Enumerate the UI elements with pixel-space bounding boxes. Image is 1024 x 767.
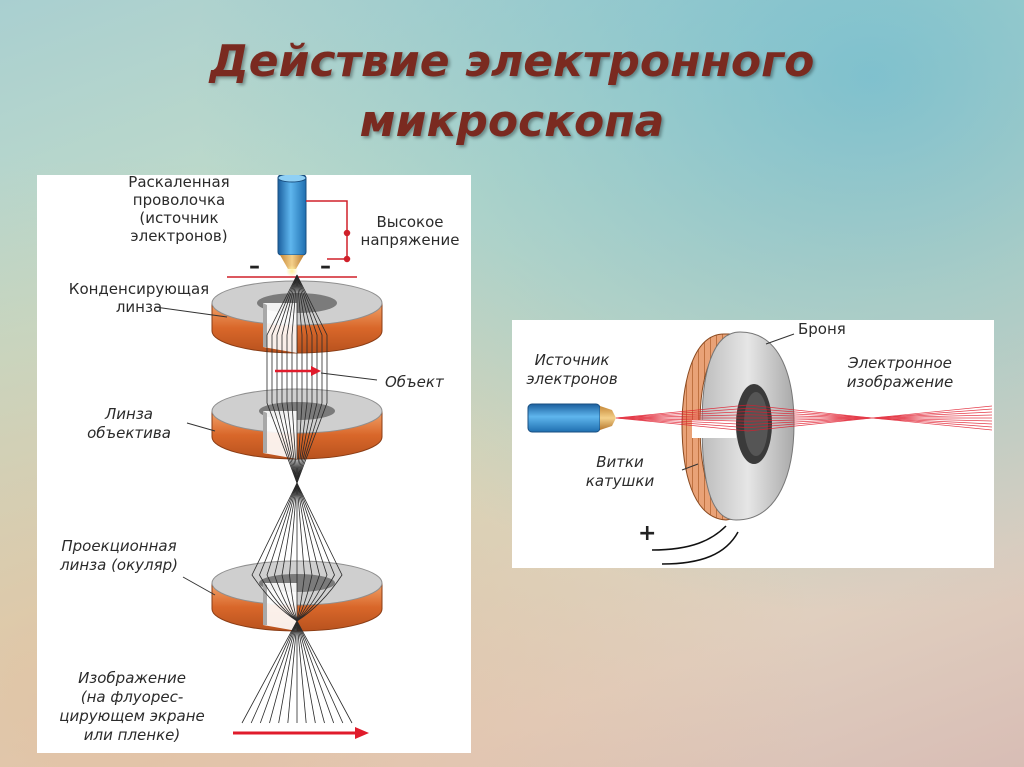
svg-text:изображение: изображение — [847, 373, 953, 391]
svg-text:Изображение: Изображение — [78, 669, 186, 687]
object-label: Объект — [385, 373, 445, 391]
electron-source — [278, 175, 306, 277]
coil-wires — [652, 526, 738, 564]
armor-label: Броня — [798, 320, 846, 338]
beam-ray — [616, 405, 992, 430]
coil-label: Витки катушки — [586, 453, 655, 490]
svg-text:Раскаленная: Раскаленная — [128, 175, 229, 191]
svg-text:Витки: Витки — [596, 453, 644, 471]
title-line-1: Действие электронного — [0, 32, 1024, 92]
microscope-diagram-panel: – – + + — [37, 175, 471, 753]
svg-text:Проекционная: Проекционная — [61, 537, 176, 555]
svg-text:Конденсирующая: Конденсирующая — [69, 280, 209, 298]
minus-left-sign: – — [249, 254, 260, 279]
magnetic-lens-diagram: Броня Источник электронов Электронное из… — [512, 320, 994, 568]
svg-text:Источник: Источник — [535, 351, 610, 369]
svg-text:(на флуорес-: (на флуорес- — [81, 688, 184, 706]
svg-text:Электронное: Электронное — [847, 354, 952, 372]
svg-text:линза (окуляр): линза (окуляр) — [59, 556, 178, 574]
slide-title: Действие электронного микроскопа — [0, 32, 1024, 152]
svg-text:напряжение: напряжение — [361, 231, 460, 249]
svg-text:объектива: объектива — [87, 424, 171, 442]
title-line-2: микроскопа — [0, 92, 1024, 152]
microscope-diagram: – – + + — [37, 175, 471, 753]
svg-text:электронов): электронов) — [130, 227, 227, 245]
projection-label: Проекционная линза (окуляр) — [59, 537, 178, 574]
condenser-label: Конденсирующая линза — [69, 280, 209, 316]
svg-text:Линза: Линза — [104, 405, 153, 423]
svg-text:(источник: (источник — [139, 209, 218, 227]
source-label: Раскаленная проволочка (источник электро… — [128, 175, 229, 245]
svg-text:линза: линза — [116, 298, 162, 316]
svg-text:Высокое: Высокое — [376, 213, 443, 231]
image-label: Изображение (на флуорес- цирующем экране… — [59, 669, 204, 744]
minus-right-sign: – — [320, 254, 331, 279]
lens-source-label: Источник электронов — [526, 351, 618, 388]
beam-ray — [616, 406, 992, 431]
lens-electron-source — [528, 404, 616, 432]
electron-beam — [616, 405, 992, 431]
electron-image-label: Электронное изображение — [847, 354, 953, 391]
plus-sign: + — [638, 521, 656, 546]
magnetic-lens-panel: Броня Источник электронов Электронное из… — [512, 320, 994, 568]
image-arrow — [233, 727, 369, 739]
svg-text:цирующем экране: цирующем экране — [59, 707, 204, 725]
voltage-label: Высокое напряжение — [361, 213, 460, 249]
svg-text:катушки: катушки — [586, 472, 655, 490]
svg-text:или пленке): или пленке) — [84, 726, 180, 744]
svg-text:электронов: электронов — [526, 370, 618, 388]
svg-text:проволочка: проволочка — [133, 191, 225, 209]
objective-label: Линза объектива — [87, 405, 171, 442]
